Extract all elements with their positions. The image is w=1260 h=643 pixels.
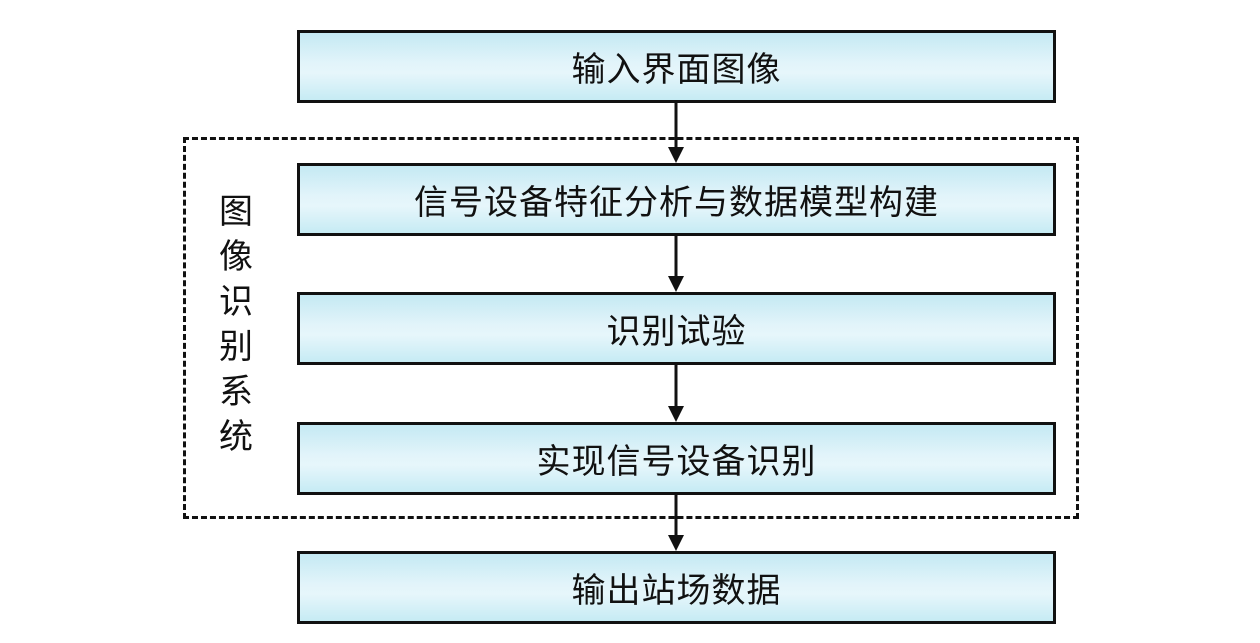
step-feature-analysis: 信号设备特征分析与数据模型构建 (297, 163, 1056, 236)
step-label: 输出站场数据 (571, 571, 782, 611)
image-recognition-system-group (183, 137, 1079, 519)
group-label-char: 识 (219, 282, 253, 322)
step-output-station-data: 输出站场数据 (297, 551, 1056, 624)
arrow-head-icon (668, 535, 684, 551)
group-label-char: 系 (219, 372, 253, 412)
arrow-head-icon (668, 276, 684, 292)
step-label: 实现信号设备识别 (536, 442, 817, 482)
group-label-char: 像 (219, 237, 253, 277)
step-input-image: 输入界面图像 (297, 30, 1056, 103)
step-label: 输入界面图像 (571, 50, 782, 90)
arrow-head-icon (668, 406, 684, 422)
step-recognition-test: 识别试验 (297, 292, 1056, 365)
group-label-char: 图 (219, 192, 253, 232)
group-label-char: 别 (219, 327, 253, 367)
arrow-head-icon (668, 147, 684, 163)
step-label: 识别试验 (606, 312, 747, 352)
group-label: 图像识别系统 (214, 190, 258, 460)
step-device-recognition: 实现信号设备识别 (297, 422, 1056, 495)
group-label-char: 统 (219, 417, 253, 457)
group-label-text: 图像识别系统 (214, 190, 258, 460)
step-label: 信号设备特征分析与数据模型构建 (414, 183, 939, 223)
